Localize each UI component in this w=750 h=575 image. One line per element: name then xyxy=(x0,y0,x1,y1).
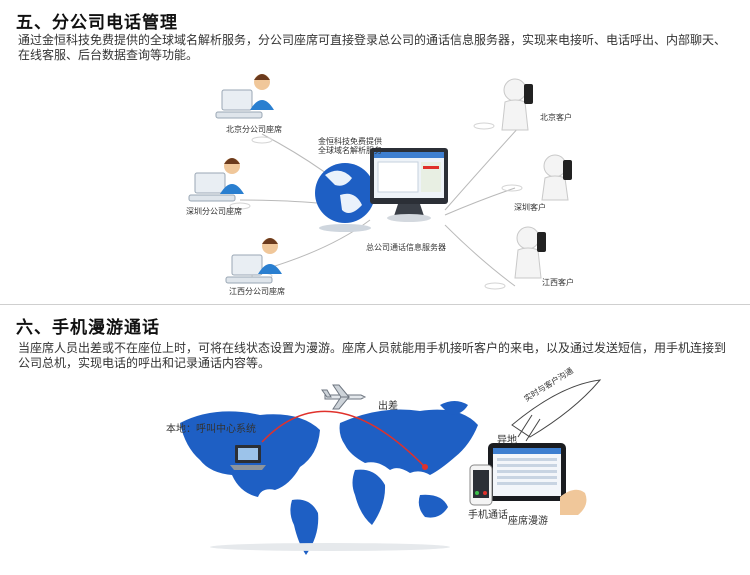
tablet-illustration xyxy=(488,443,586,515)
label-dns-line2: 全球域名解析服务 xyxy=(318,145,382,156)
label-client-jiangxi: 江西客户 xyxy=(542,277,574,288)
server-monitor-illustration xyxy=(370,148,448,222)
section6-title: 六、手机漫游通话 xyxy=(16,313,160,338)
section5-diagram: 北京分公司座席 深圳分公司座席 江西分公司座席 金恒科技免费提供 全球域名解析服… xyxy=(0,60,750,300)
seat-beijing-illustration xyxy=(216,74,274,118)
label-client-shenzhen: 深圳客户 xyxy=(514,202,546,213)
label-seat-roaming: 座席漫游 xyxy=(508,512,548,527)
client-jiangxi-illustration xyxy=(515,227,546,278)
speech-bubble xyxy=(512,380,600,441)
section6-diagram: 本地：呼叫中心系统 出差 异地 实时与客户沟通 手机通话 座席漫游 xyxy=(0,375,750,570)
label-remote: 异地 xyxy=(497,431,517,446)
label-phone-call: 手机通话 xyxy=(468,506,508,521)
section5-paragraph: 通过金恒科技免费提供的全球域名解析服务，分公司座席可直接登录总公司的通话信息服务… xyxy=(18,33,734,63)
airplane-icon xyxy=(322,385,365,409)
label-trip: 出差 xyxy=(378,397,398,412)
mobile-phone-illustration xyxy=(470,465,492,505)
seat-jiangxi-illustration xyxy=(226,238,282,283)
label-seat-shenzhen: 深圳分公司座席 xyxy=(186,206,242,217)
label-seat-beijing: 北京分公司座席 xyxy=(226,124,282,135)
seat-shenzhen-illustration xyxy=(189,158,244,201)
section6-paragraph: 当座席人员出差或不在座位上时，可将在线状态设置为漫游。座席人员就能用手机接听客户… xyxy=(18,341,734,371)
laptop-illustration xyxy=(230,445,266,470)
label-client-beijing: 北京客户 xyxy=(540,112,572,123)
client-shenzhen-illustration xyxy=(542,155,572,200)
section-divider xyxy=(0,304,750,305)
section5-title: 五、分公司电话管理 xyxy=(16,8,178,33)
label-server: 总公司通话信息服务器 xyxy=(366,242,446,253)
globe-illustration xyxy=(315,163,375,232)
label-local: 本地：呼叫中心系统 xyxy=(166,420,256,435)
client-beijing-illustration xyxy=(502,79,533,130)
label-seat-jiangxi: 江西分公司座席 xyxy=(229,286,285,297)
